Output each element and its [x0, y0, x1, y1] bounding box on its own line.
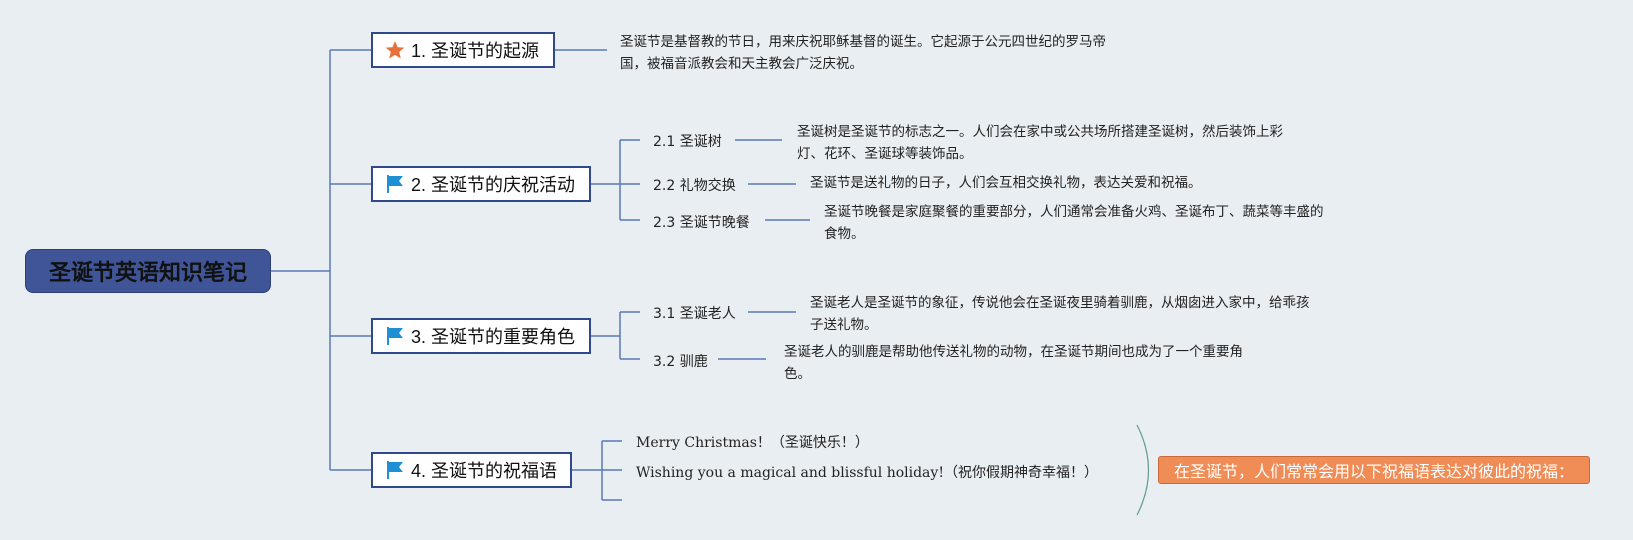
greetings-note[interactable]: 在圣诞节，人们常常会用以下祝福语表达对彼此的祝福： [1158, 456, 1590, 484]
greetings-note-text: 在圣诞节，人们常常会用以下祝福语表达对彼此的祝福： [1173, 462, 1574, 481]
topic-important-figures[interactable]: 3. 圣诞节的重要角色 [371, 318, 591, 354]
flag-icon [387, 175, 403, 193]
blessing-magical-holiday[interactable]: Wishing you a magical and blissful holid… [636, 465, 1098, 481]
flag-icon [387, 461, 403, 479]
subtopic-christmas-dinner[interactable]: 2.3 圣诞节晚餐 [653, 215, 750, 231]
topic-title: 4. 圣诞节的祝福语 [411, 461, 558, 481]
subtopic-christmas-dinner-description: 圣诞节晚餐是家庭聚餐的重要部分，人们通常会准备火鸡、圣诞布丁、蔬菜等丰盛的食物。 [824, 204, 1324, 242]
subtopic-santa-claus[interactable]: 3.1 圣诞老人 [653, 306, 736, 322]
subtopic-gift-exchange-description: 圣诞节是送礼物的日子，人们会互相交换礼物，表达关爱和祝福。 [810, 175, 1202, 191]
root-node[interactable]: 圣诞节英语知识笔记 [25, 249, 271, 293]
topic-title: 1. 圣诞节的起源 [411, 41, 540, 61]
subtopic-gift-exchange[interactable]: 2.2 礼物交换 [653, 178, 736, 194]
topic-origin[interactable]: 1. 圣诞节的起源 [371, 32, 555, 68]
star-icon [385, 41, 405, 59]
subtopic-santa-claus-description: 圣诞老人是圣诞节的象征，传说他会在圣诞夜里骑着驯鹿，从烟囱进入家中，给乖孩子送礼… [810, 295, 1310, 333]
blessing-merry-christmas[interactable]: Merry Christmas！（圣诞快乐！） [636, 435, 869, 451]
topic-title: 2. 圣诞节的庆祝活动 [411, 175, 576, 195]
topic-greetings[interactable]: 4. 圣诞节的祝福语 [371, 452, 572, 488]
flag-icon [387, 327, 403, 345]
root-title: 圣诞节英语知识笔记 [48, 261, 247, 286]
subtopic-christmas-tree[interactable]: 2.1 圣诞树 [653, 134, 722, 150]
subtopic-reindeer[interactable]: 3.2 驯鹿 [653, 354, 708, 370]
topic-celebrations[interactable]: 2. 圣诞节的庆祝活动 [371, 166, 591, 202]
topic-origin-description: 圣诞节是基督教的节日，用来庆祝耶稣基督的诞生。它起源于公元四世纪的罗马帝国，被福… [620, 34, 1106, 72]
topic-title: 3. 圣诞节的重要角色 [411, 327, 576, 347]
subtopic-reindeer-description: 圣诞老人的驯鹿是帮助他传送礼物的动物，在圣诞节期间也成为了一个重要角色。 [784, 344, 1243, 382]
subtopic-christmas-tree-description: 圣诞树是圣诞节的标志之一。人们会在家中或公共场所搭建圣诞树，然后装饰上彩灯、花环… [797, 124, 1283, 162]
